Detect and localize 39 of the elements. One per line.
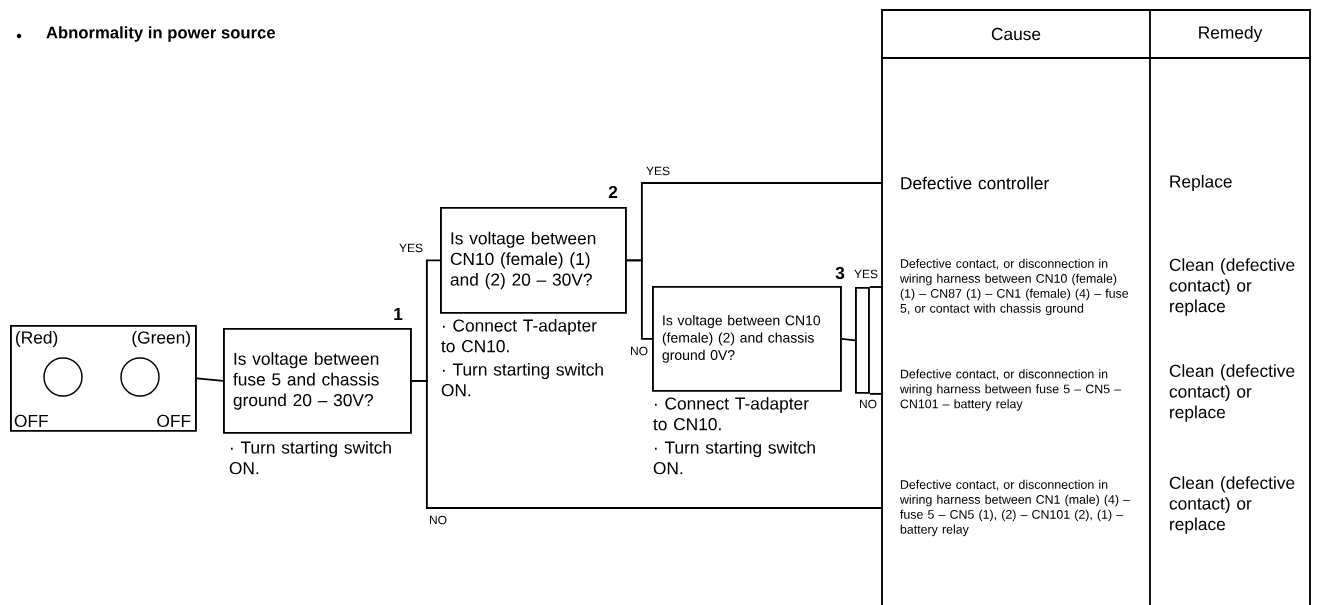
question-box: Is voltage between CN10 (female) (2) and chassis ground 0V? <box>652 286 842 392</box>
remedy-text: Clean (defective contact) or replace <box>1169 476 1295 534</box>
remedy-text: Clean (defective contact) or replace <box>1169 364 1295 422</box>
connector-line <box>195 377 224 382</box>
step-number: 1 <box>394 308 403 320</box>
edge-label: NO <box>427 514 449 526</box>
junction-box <box>855 287 870 394</box>
title: Abnormality in power source <box>46 26 276 42</box>
lamp-label: OFF <box>157 414 191 428</box>
edge-label: YES <box>397 242 425 254</box>
connector-line <box>625 259 653 340</box>
edge-label: NO <box>857 398 879 410</box>
cause-text: Defective contact, or disconnection in wiring harness between fuse 5 – CN5 – CN101 – battery relay <box>899 369 1122 411</box>
remedy-text: Clean (defective contact) or replace <box>1169 258 1295 316</box>
instruction-note: · Connect T-adapter to CN10. <box>653 396 809 431</box>
lamp-label: (Green) <box>132 330 190 348</box>
remedy-text: Replace <box>1170 174 1232 192</box>
lamp-label: (Red) <box>16 330 58 348</box>
edge-label: YES <box>852 268 880 280</box>
connector-line <box>840 338 856 342</box>
step-number: 3 <box>835 266 845 280</box>
connector-line <box>410 380 884 509</box>
connector-line <box>868 286 884 288</box>
instruction-note: · Turn starting switch ON. <box>653 440 815 475</box>
lamp-label: OFF <box>14 414 48 428</box>
column-header: Cause <box>991 27 1041 41</box>
connector-line <box>868 392 884 395</box>
edge-label: NO <box>628 345 650 357</box>
question-box: Is voltage between fuse 5 and chassis ground 20 – 30V? <box>223 328 412 434</box>
instruction-note: · Turn starting switch ON. <box>229 440 391 475</box>
instruction-note: · Turn starting switch ON. <box>441 362 603 397</box>
cause-text: Defective contact, or disconnection in wiring harness between CN10 (female) (1) – CN87 (1) – CN1 (female) (4) – fuse 5, or contact with chassis ground <box>899 258 1129 316</box>
cause-text: Defective contact, or disconnection in wiring harness between CN1 (male) (4) – fuse 5 – CN5 (1), (2) – CN101 (2), (1) – battery relay <box>899 479 1131 537</box>
cause-text: Defective controller <box>901 176 1049 190</box>
instruction-note: · Connect T-adapter to CN10. <box>441 318 597 353</box>
edge-label: YES <box>644 165 672 177</box>
column-header: Remedy <box>1199 25 1263 43</box>
step-number: 2 <box>608 185 618 199</box>
question-box: Is voltage between CN10 (female) (1) and (2) 20 – 30V? <box>440 207 627 314</box>
